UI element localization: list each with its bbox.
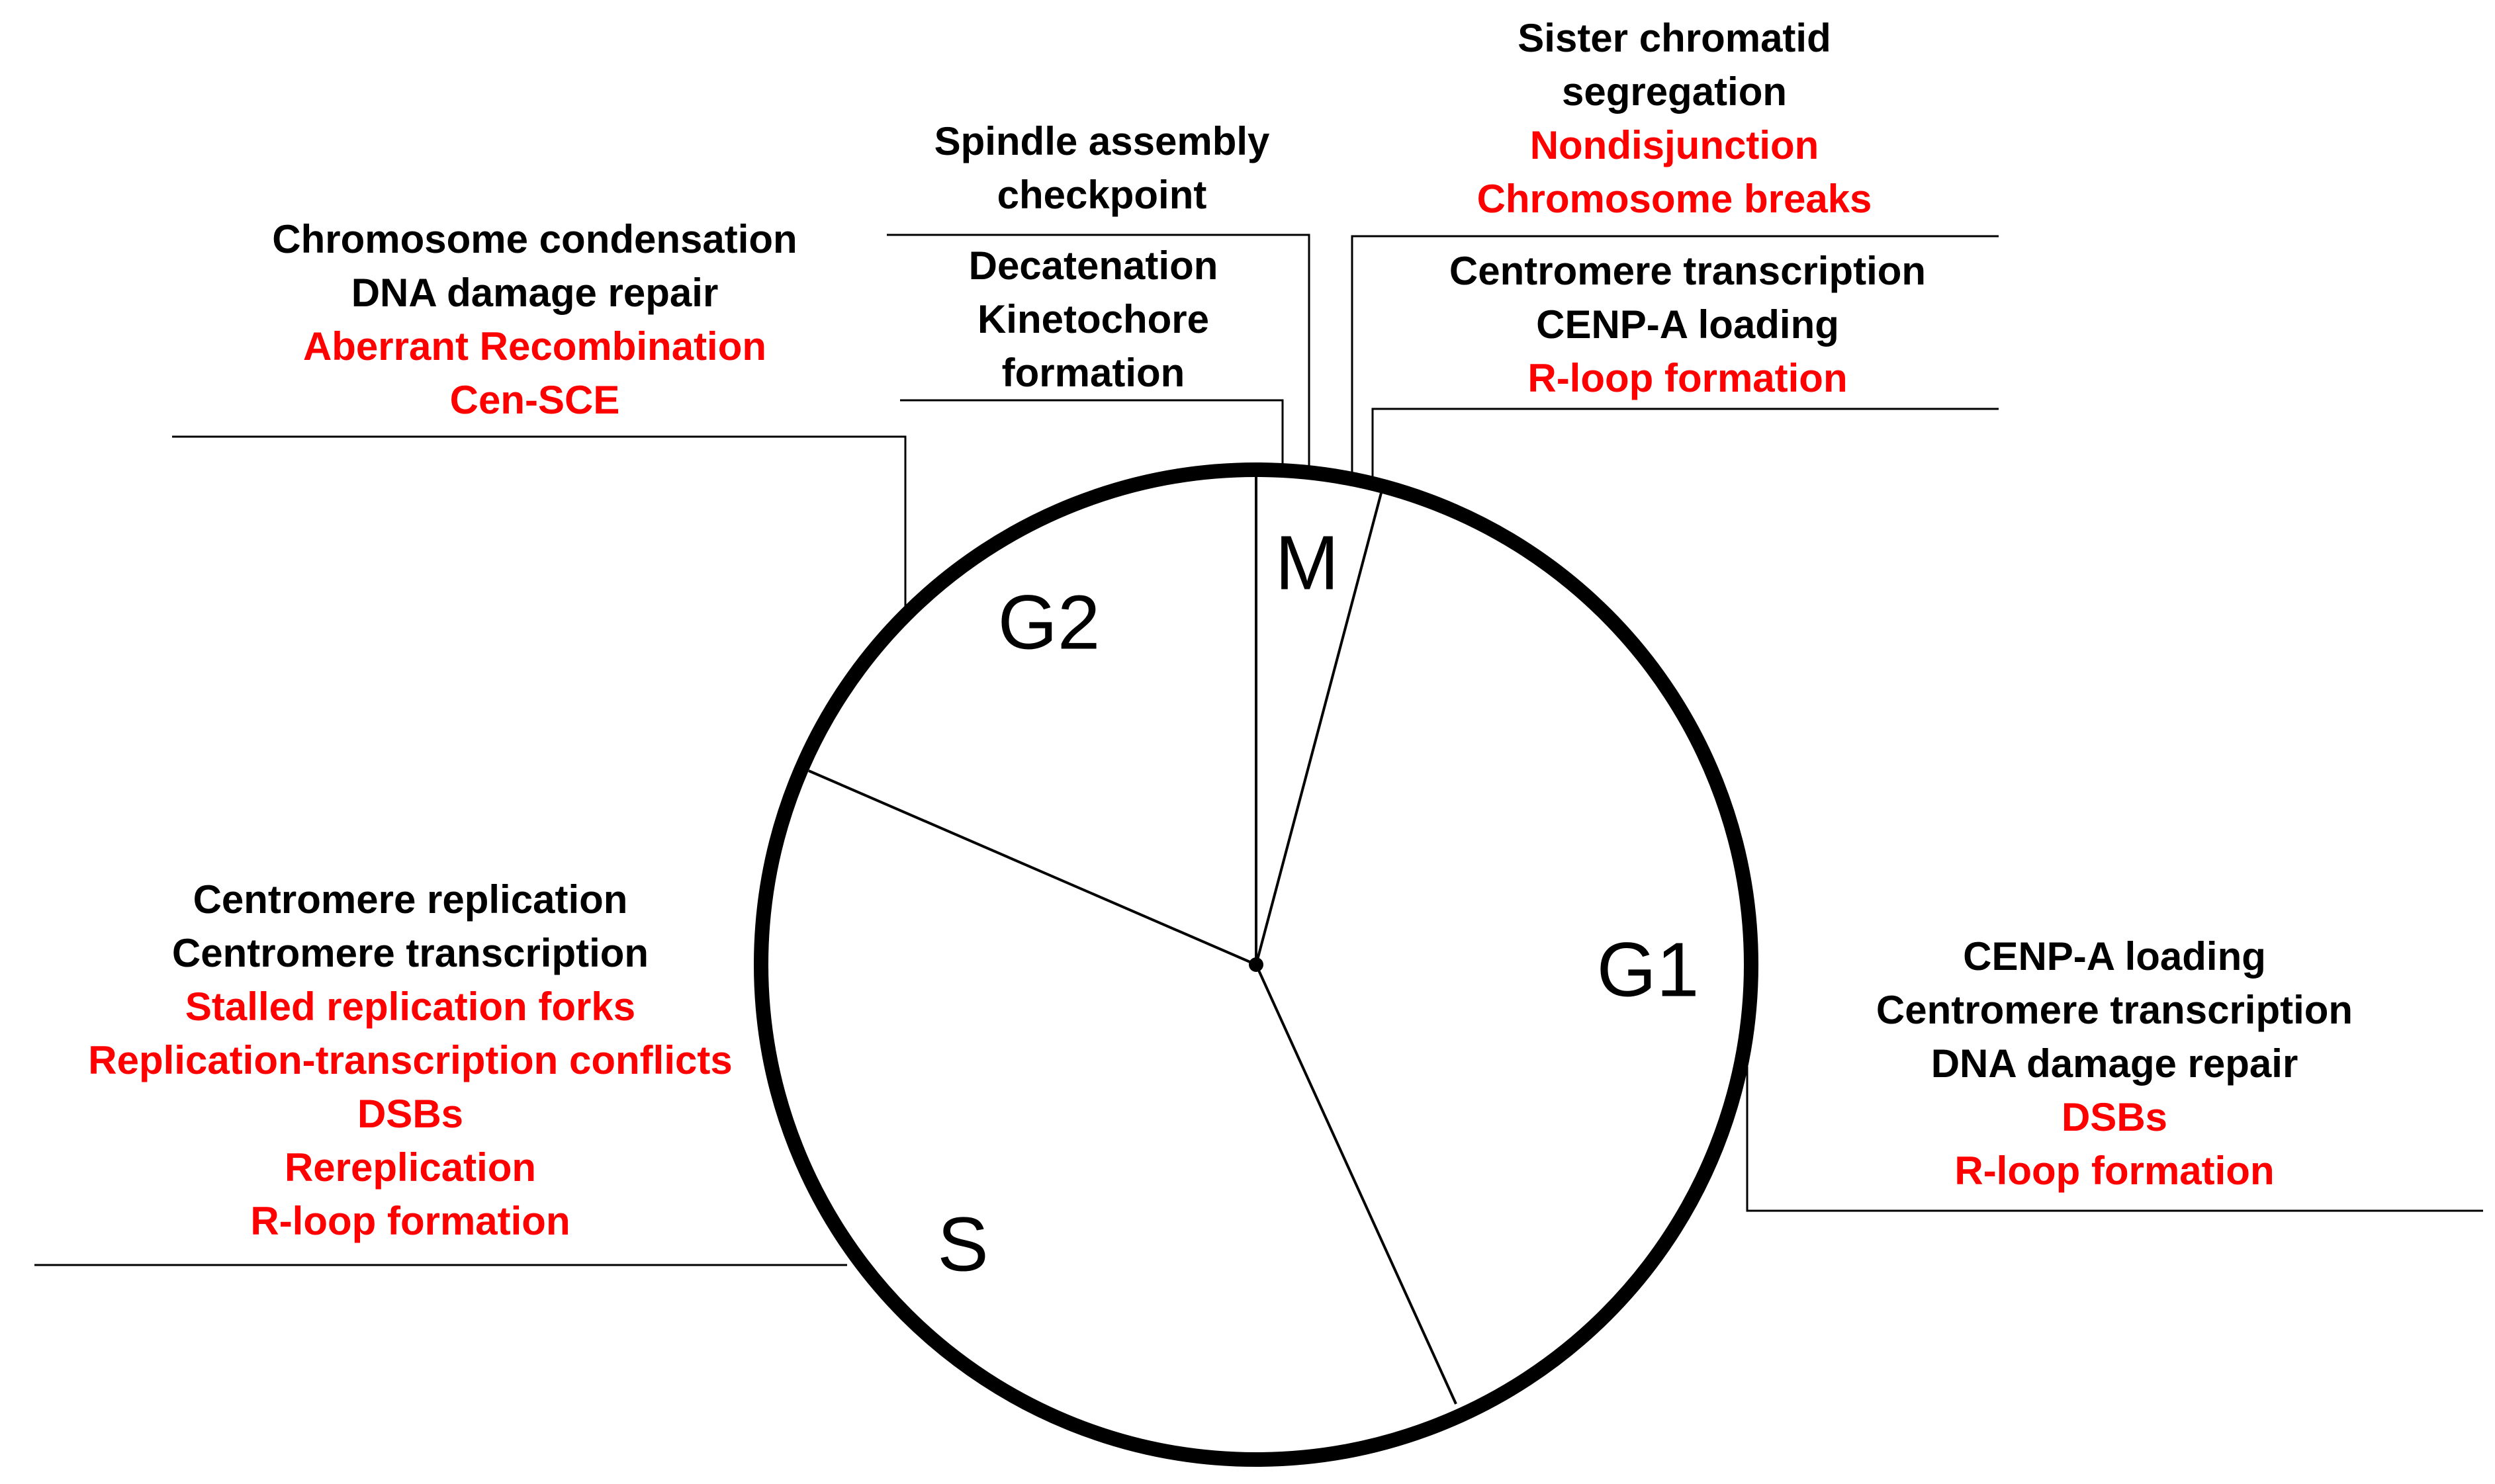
leader-g2-top (172, 435, 907, 607)
annotation-line-normal: Centromere transcription (1449, 249, 1926, 293)
annotation-line-normal: Centromere replication (193, 877, 628, 922)
annotation-line-normal: Spindle assembly (934, 119, 1270, 163)
annotation-line-aberrant: R-loop formation (250, 1199, 570, 1243)
annotation-line-aberrant: Cen-SCE (450, 378, 620, 422)
annotation-sister: Sister chromatid segregationNondisjunctio… (1477, 16, 1872, 221)
annotation-line-aberrant: Aberrant Recombination (303, 324, 766, 369)
phase-label-g2: G2 (998, 580, 1101, 666)
leader-lines (34, 234, 2483, 1266)
leader-sister (1351, 235, 1999, 478)
annotation-line-aberrant: Stalled replication forks (185, 984, 635, 1029)
annotation-line-normal: Chromosome condensation (272, 217, 797, 261)
center-dot (1249, 957, 1263, 972)
annotation-line-normal: DNA damage repair (1931, 1041, 2298, 1086)
annotation-line-aberrant: R-loop formation (1527, 356, 1847, 400)
divider-m-g1 (1255, 492, 1383, 965)
annotation-line-aberrant: Rereplication (285, 1145, 536, 1190)
phase-label-s: S (937, 1201, 988, 1288)
annotation-line-aberrant: R-loop formation (1954, 1149, 2274, 1193)
annotation-line-normal: Sister chromatid (1518, 16, 1831, 60)
leader-spindle (887, 234, 1310, 471)
annotation-line-normal: checkpoint (997, 173, 1207, 217)
annotation-line-aberrant: DSBs (2062, 1095, 2167, 1139)
annotation-line-normal: Kinetochore (977, 297, 1209, 341)
leader-decatenation (900, 399, 1284, 475)
annotation-line-aberrant: Replication-transcription conflicts (88, 1038, 732, 1082)
leader-early-g1 (1371, 408, 1999, 491)
phase-label-m: M (1275, 520, 1339, 606)
leader-g1-phase (1746, 1067, 2483, 1212)
cell-cycle-wheel (754, 462, 1758, 1467)
annotation-line-normal: DNA damage repair (351, 271, 719, 315)
annotation-line-normal: Centromere transcription (172, 931, 649, 975)
annotation-line-aberrant: Chromosome breaks (1477, 177, 1872, 221)
annotation-line-aberrant: DSBs (357, 1092, 463, 1136)
phase-label-g1: G1 (1597, 927, 1700, 1013)
annotation-line-normal: formation (1002, 351, 1185, 395)
annotation-line-normal: CENP-A loading (1963, 934, 2266, 979)
annotation-line-normal: segregation (1562, 69, 1787, 114)
annotation-line-normal: Centromere transcription (1876, 988, 2353, 1032)
annotation-spindle: Spindle assembly checkpoint (934, 119, 1270, 217)
divider-g1-s (1255, 964, 1457, 1405)
annotation-line-normal: CENP-A loading (1536, 302, 1839, 347)
annotation-line-aberrant: Nondisjunction (1530, 123, 1819, 167)
divider-s-g2 (808, 769, 1257, 966)
annotation-line-normal: Decatenation (969, 243, 1218, 288)
